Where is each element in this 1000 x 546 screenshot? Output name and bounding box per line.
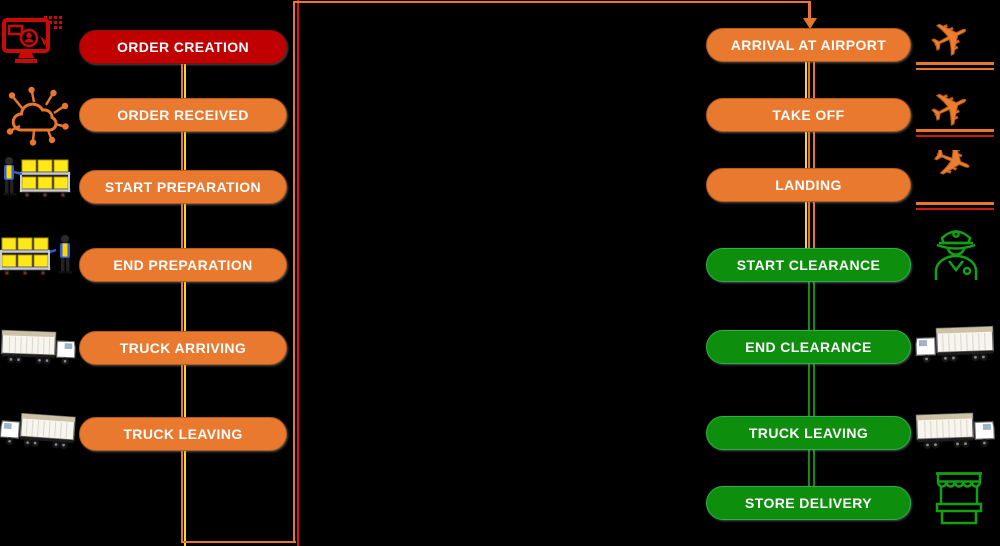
- step-label: TAKE OFF: [772, 107, 845, 123]
- step-truck-arriving: TRUCK ARRIVING: [79, 331, 287, 365]
- step-end-preparation: END PREPARATION: [79, 248, 287, 282]
- left-column-connector-orange: [181, 46, 183, 543]
- truck-facing-right-icon: [0, 326, 76, 373]
- step-arrival-at-airport: ARRIVAL AT AIRPORT: [706, 28, 911, 62]
- arrival-drop-line: [808, 2, 811, 19]
- step-take-off: TAKE OFF: [706, 98, 911, 132]
- truck-facing-left-icon: [915, 322, 995, 371]
- right-column-connector-yellow: [805, 46, 807, 250]
- store-icon: [932, 470, 986, 531]
- middle-divider-red: [297, 0, 299, 546]
- step-label: ORDER RECEIVED: [117, 107, 249, 123]
- step-truck-leaving-destination: TRUCK LEAVING: [706, 416, 911, 450]
- svg-text:✈: ✈: [923, 150, 981, 195]
- right-column-connector-green-b: [813, 266, 815, 503]
- step-order-creation: ORDER CREATION: [79, 30, 287, 64]
- cart-with-worker-icon: [0, 230, 74, 291]
- step-landing: LANDING: [706, 168, 911, 202]
- bottom-connector: [181, 541, 296, 543]
- plane-takeoff-icon: ✈: [915, 74, 997, 143]
- step-truck-leaving-origin: TRUCK LEAVING: [79, 417, 287, 451]
- step-store-delivery: STORE DELIVERY: [706, 486, 911, 520]
- right-column-connector-orange-b: [813, 46, 815, 266]
- middle-connector-orange: [293, 1, 295, 543]
- top-connector: [293, 1, 811, 3]
- step-label: END PREPARATION: [113, 257, 253, 273]
- worker-with-cart-icon: [0, 152, 74, 213]
- plane-landing-icon: ✈: [915, 128, 997, 207]
- step-label: LANDING: [775, 177, 842, 193]
- left-column-connector-yellow: [184, 46, 186, 546]
- step-label: ORDER CREATION: [116, 39, 250, 55]
- step-label: END CLEARANCE: [745, 339, 872, 355]
- cloud-network-icon: [4, 84, 70, 151]
- step-label: TRUCK LEAVING: [123, 426, 243, 442]
- step-label: START PREPARATION: [104, 179, 262, 195]
- step-start-clearance: START CLEARANCE: [706, 248, 911, 282]
- runway-lines: [916, 129, 994, 137]
- svg-text:✈: ✈: [920, 8, 981, 60]
- truck-facing-right-icon: [915, 408, 995, 457]
- arrow-down-icon: [803, 18, 817, 29]
- step-label: TRUCK LEAVING: [748, 425, 869, 441]
- truck-facing-left-icon: [0, 408, 76, 457]
- step-label: STORE DELIVERY: [745, 495, 872, 511]
- step-end-clearance: END CLEARANCE: [706, 330, 911, 364]
- step-label: START CLEARANCE: [736, 257, 881, 273]
- right-column-connector-orange-a: [808, 46, 810, 266]
- runway-lines: [916, 62, 994, 70]
- svg-text:✈: ✈: [920, 78, 981, 130]
- plane-takeoff-icon: ✈: [915, 4, 997, 73]
- right-column-connector-green-a: [808, 266, 810, 503]
- online-order-icon: [2, 16, 64, 71]
- customs-officer-icon: [931, 222, 981, 287]
- step-start-preparation: START PREPARATION: [79, 170, 287, 204]
- step-label: TRUCK ARRIVING: [119, 340, 247, 356]
- runway-lines: [916, 202, 994, 210]
- step-label: ARRIVAL AT AIRPORT: [730, 37, 887, 53]
- step-order-received: ORDER RECEIVED: [79, 98, 287, 132]
